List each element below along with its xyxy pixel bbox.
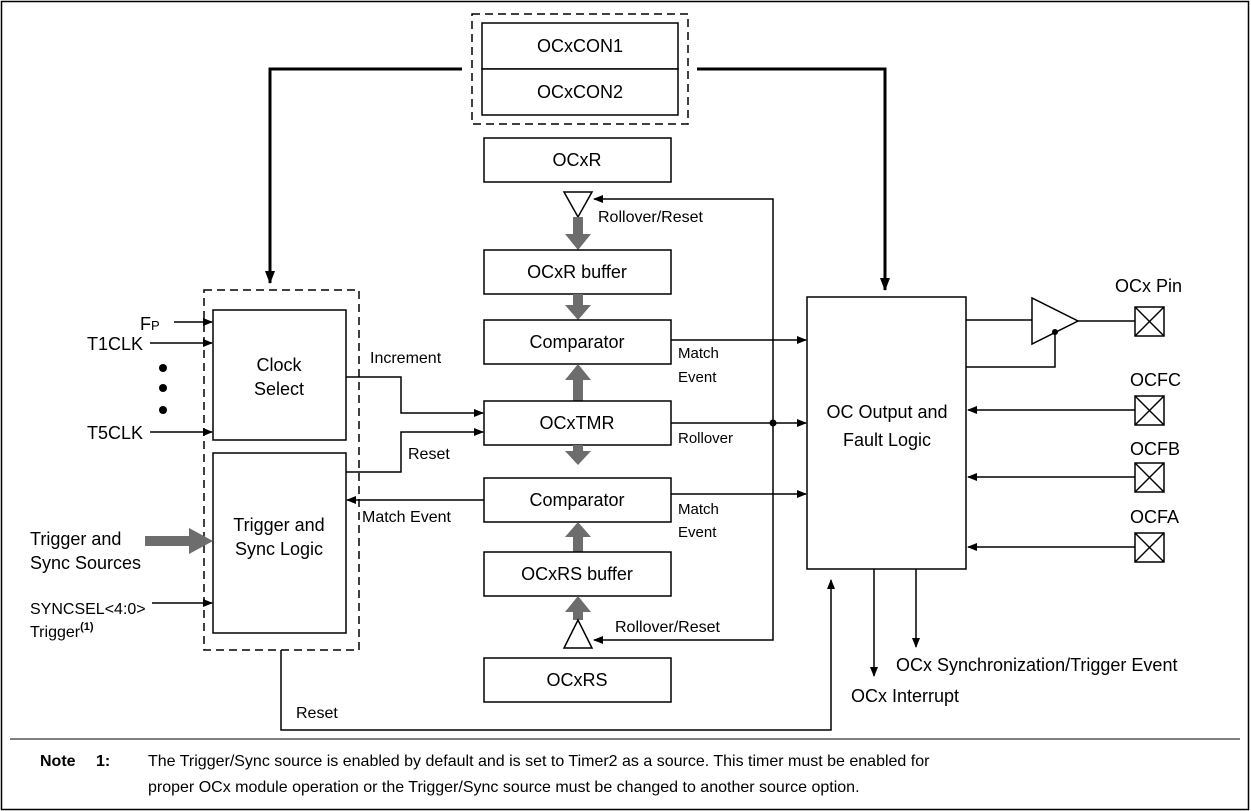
ocxcon2-block: [481, 68, 679, 116]
ocxrs-block: [483, 657, 672, 703]
clock-select-label-2: Select: [254, 379, 304, 399]
t5clk-input-label: T5CLK: [87, 423, 143, 443]
ellipsis-dot-1: [159, 364, 167, 372]
event-top-label: Event: [678, 369, 717, 386]
reset-line: [346, 428, 484, 473]
clock-select-label-1: Clock: [256, 355, 302, 375]
syncsel-label: SYNCSEL<4:0>: [30, 601, 146, 618]
reset-mid-label: Reset: [408, 446, 450, 463]
trigger-sources-label-1: Trigger and: [30, 529, 121, 549]
oc-output-label-1: OC Output and: [826, 402, 947, 422]
control-registers-group: [471, 13, 689, 125]
increment-label: Increment: [370, 350, 442, 367]
tmr-to-comparator-top-arrow: [565, 364, 591, 401]
note-number: 1:: [96, 753, 110, 770]
match-bottom-label: Match: [678, 501, 719, 518]
ocxrs-to-buffer-arrow: [565, 596, 591, 620]
ocxr-gate-triangle: [562, 191, 594, 219]
event-bottom-label: Event: [678, 524, 717, 541]
comparator-bottom-label: Comparator: [529, 490, 624, 510]
comparator-bottom-block: [483, 477, 672, 523]
ocxrs-buffer-block: [483, 551, 672, 597]
match-event-left-label: Match Event: [362, 509, 451, 526]
ocfc-pin-icon: [1134, 395, 1165, 426]
trigger-sync-logic-block: [212, 452, 347, 634]
rs-buffer-to-comparator-arrow: [565, 522, 591, 552]
clock-select-block: [212, 309, 347, 441]
buffer-to-comparator-arrow: [565, 294, 591, 320]
trigger-note-label: Trigger(1): [30, 621, 94, 641]
control-to-clock-select: [265, 67, 462, 284]
comparator-top-label: Comparator: [529, 332, 624, 352]
ocxrs-gate-triangle: [562, 618, 594, 649]
rollover-reset-top-line: [593, 195, 774, 424]
trigger-sync-label-1: Trigger and: [233, 515, 324, 535]
ellipsis-dot-2: [159, 384, 167, 392]
ocxr-buffer-label: OCxR buffer: [527, 262, 627, 282]
oc-output-label-2: Fault Logic: [843, 430, 931, 450]
ocfa-label: OCFA: [1130, 507, 1179, 527]
ocxcon1-label: OCxCON1: [537, 36, 623, 56]
reset-bottom-label: Reset: [296, 705, 338, 722]
reset-to-output-logic-line: [280, 579, 835, 731]
oc-output-fault-logic-block: [806, 296, 967, 570]
rollover-reset-bottom-line: [593, 423, 774, 644]
match-top-label: Match: [678, 345, 719, 362]
rollover-label: Rollover: [678, 430, 733, 447]
trigger-sync-label-2: Sync Logic: [235, 539, 323, 559]
ocx-pin-icon: [1134, 306, 1165, 337]
ocxrs-buffer-label: OCxRS buffer: [521, 564, 633, 584]
sync-trigger-event-label: OCx Synchronization/Trigger Event: [896, 655, 1177, 675]
ocxcon2-label: OCxCON2: [537, 82, 623, 102]
interrupt-label: OCx Interrupt: [851, 686, 959, 706]
ocfa-pin-icon: [1134, 532, 1165, 563]
comparator-top-block: [483, 319, 672, 365]
rollover-reset-top-label: Rollover/Reset: [598, 209, 703, 226]
t1clk-input-label: T1CLK: [87, 334, 143, 354]
ocxcon1-block: [481, 22, 679, 70]
increment-line: [346, 376, 484, 417]
note-line-1: The Trigger/Sync source is enabled by de…: [148, 753, 930, 770]
ocfb-pin-icon: [1134, 462, 1165, 493]
output-enable-line: [966, 332, 1056, 368]
ocxtmr-label: OCxTMR: [540, 413, 615, 433]
tmr-to-comparator-bottom-arrow: [565, 445, 591, 465]
rollover-reset-bottom-label: Rollover/Reset: [615, 619, 720, 636]
note-label: Note: [40, 753, 76, 770]
ocx-pin-label: OCx Pin: [1115, 276, 1182, 296]
trigger-sources-label-2: Sync Sources: [30, 553, 141, 573]
trigger-sources-arrow: [145, 528, 213, 554]
enable-dot: [1052, 329, 1058, 335]
ocxtmr-block: [483, 400, 672, 446]
ocxr-to-buffer-arrow: [565, 217, 591, 250]
ellipsis-dot-3: [159, 406, 167, 414]
fp-input-label: FP: [140, 314, 160, 334]
ocfc-label: OCFC: [1130, 370, 1181, 390]
ocxr-block: [483, 137, 672, 183]
ocxrs-label: OCxRS: [546, 670, 607, 690]
note-line-2: proper OCx module operation or the Trigg…: [148, 779, 860, 796]
control-to-output-logic: [697, 67, 890, 291]
ocfb-label: OCFB: [1130, 439, 1180, 459]
ocxr-buffer-block: [483, 249, 672, 295]
ocxr-label: OCxR: [553, 150, 602, 170]
